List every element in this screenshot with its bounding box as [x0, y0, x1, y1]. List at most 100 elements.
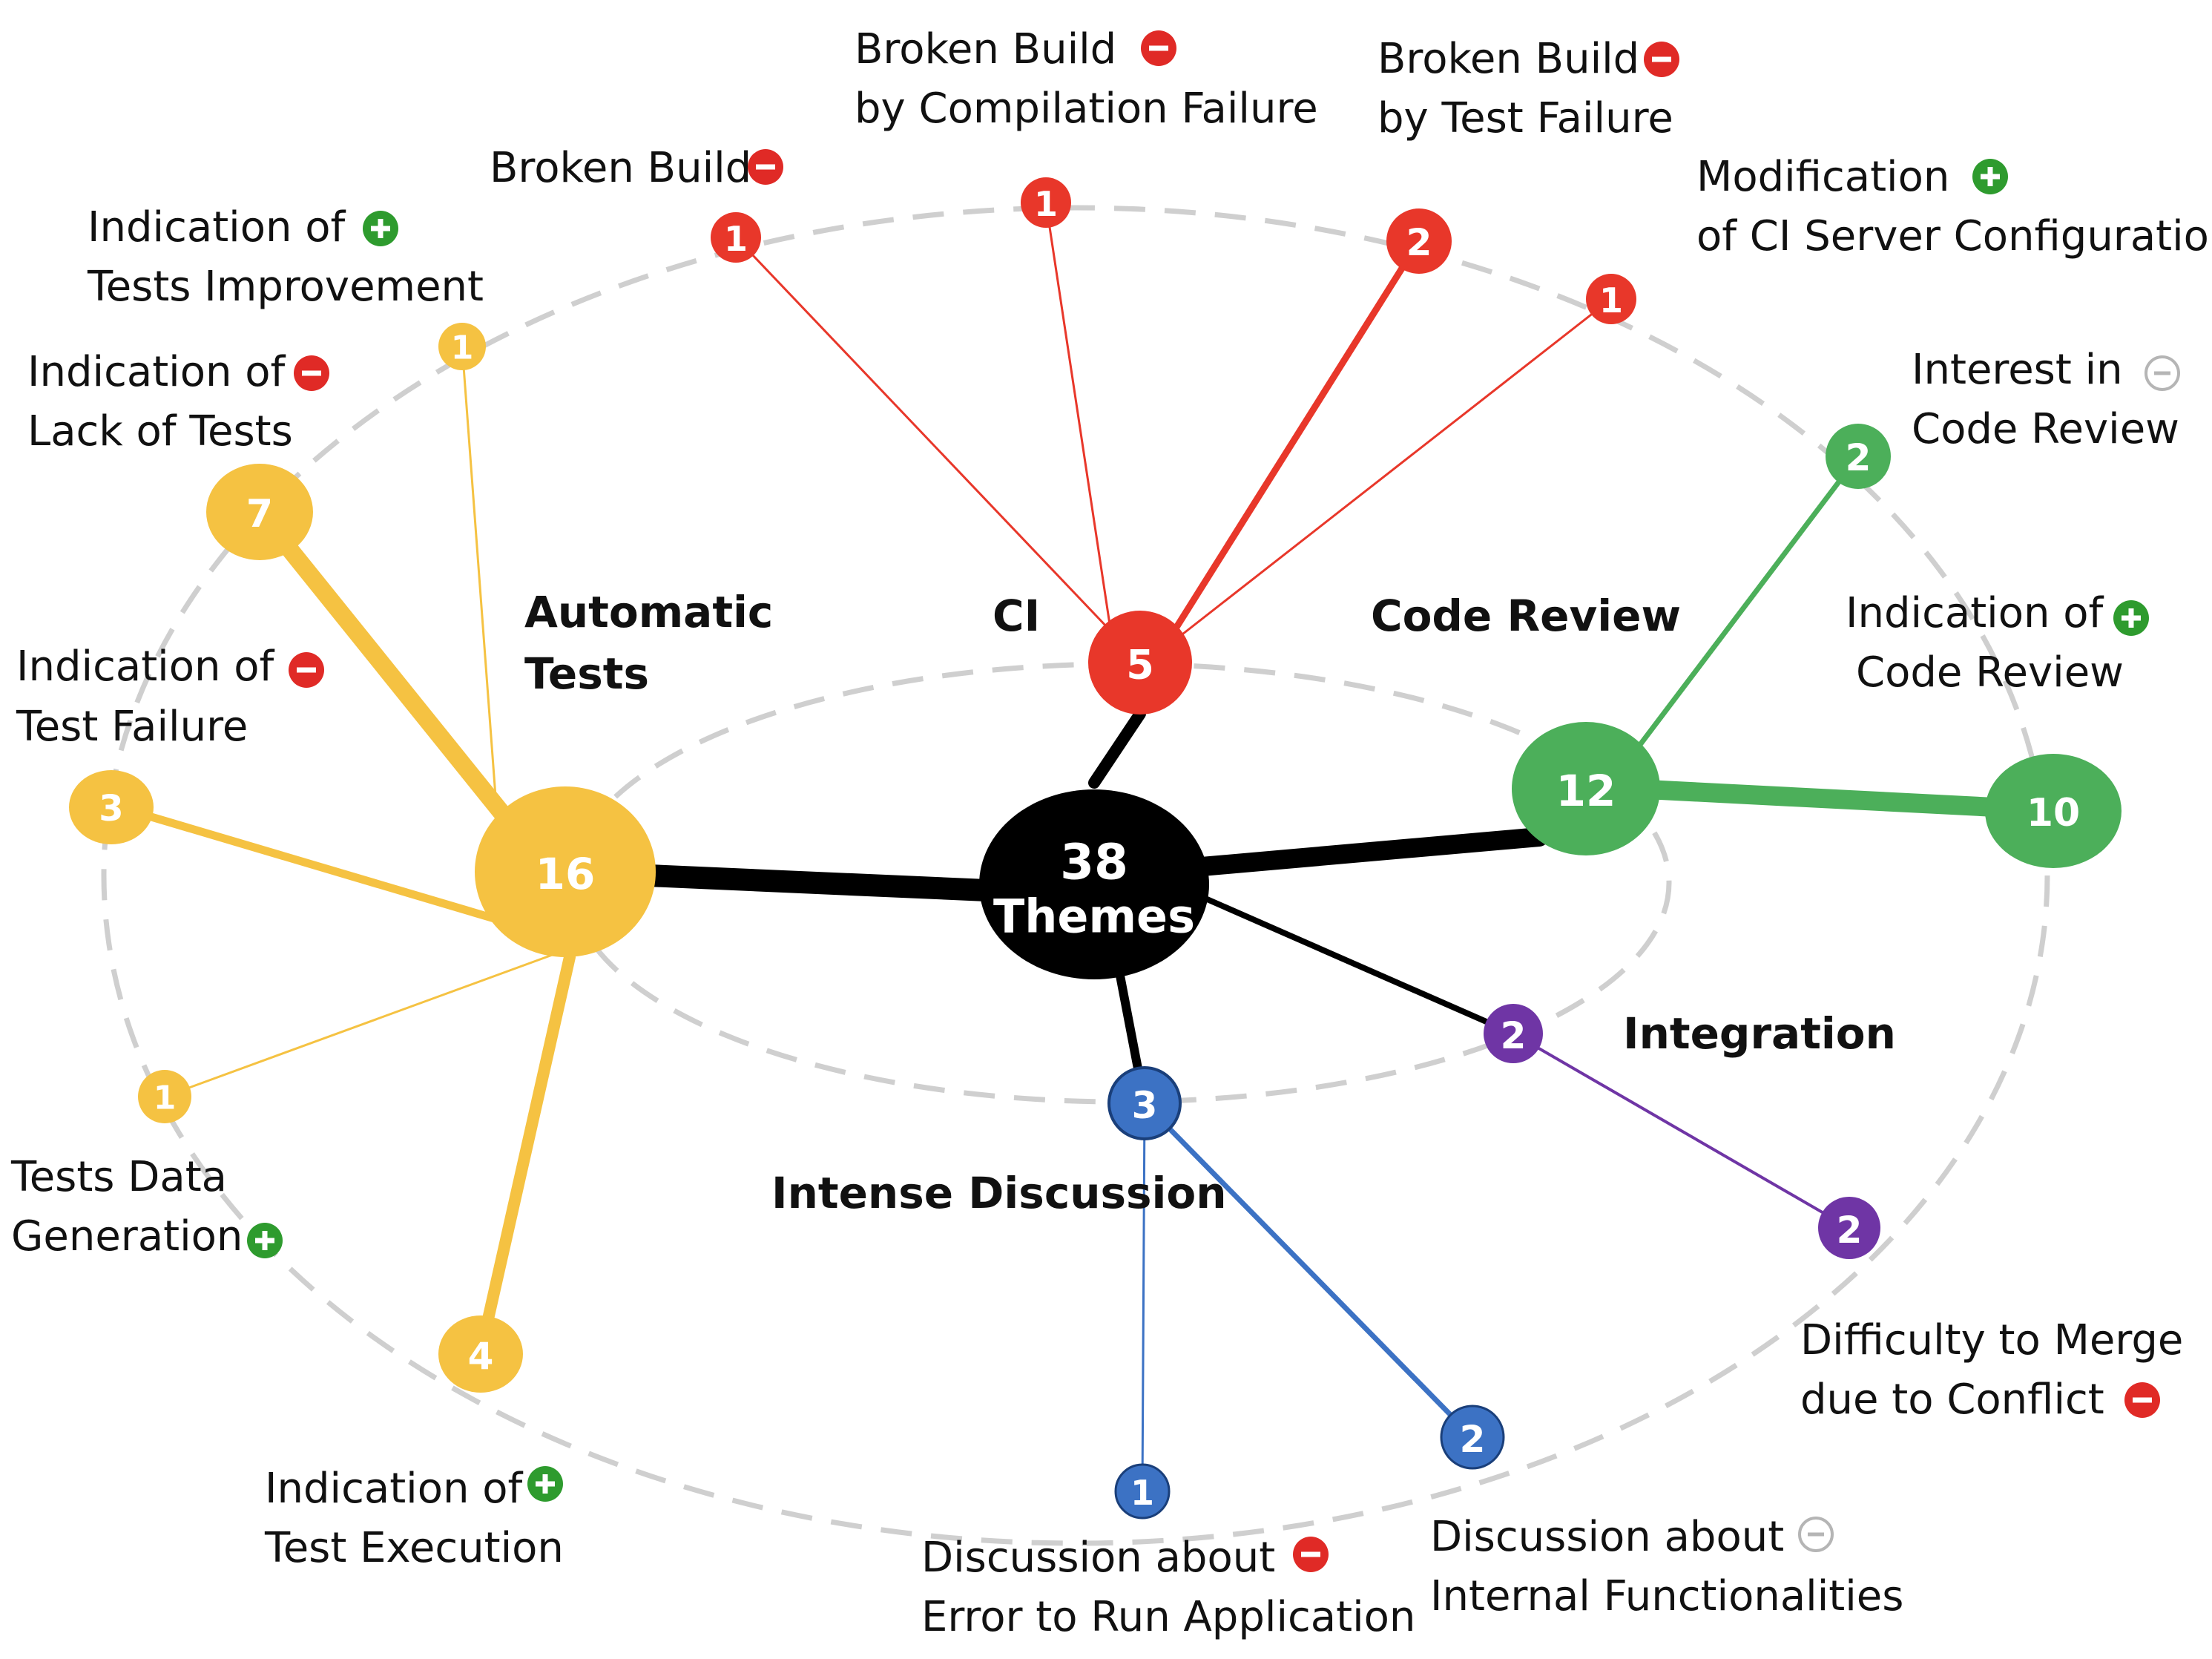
plus-circle-icon — [2113, 600, 2149, 636]
node-test-failure — [69, 770, 154, 844]
center-label: Themes — [993, 890, 1195, 944]
edge-center-integration — [1184, 887, 1516, 1037]
subtheme-labels: Indication of Tests Improvement Indicati… — [10, 25, 2212, 1641]
label-indication-code-review-2: Code Review — [1856, 648, 2124, 697]
minus-circle-icon — [289, 652, 324, 688]
edge-broken-build-compilation — [1044, 201, 1112, 631]
edge-merge-conflict — [1512, 1032, 1851, 1229]
label-test-execution-2: Test Execution — [264, 1524, 564, 1572]
label-tests-data-generation-2: Generation — [11, 1212, 243, 1261]
edge-test-failure — [107, 801, 516, 928]
label-indication-code-review-1: Indication of — [1846, 589, 2104, 637]
node-tests-improvement — [438, 323, 486, 370]
node-code-review — [1512, 722, 1660, 855]
edge-internal-functionalities — [1142, 1100, 1475, 1440]
label-integration: Integration — [1623, 1008, 1896, 1059]
node-test-execution — [438, 1315, 523, 1393]
label-lack-of-tests-1: Indication of — [27, 348, 286, 396]
plus-circle-icon — [527, 1466, 563, 1502]
edge-error-run-application — [1141, 1102, 1146, 1493]
count-indication-code-review: 10 — [2027, 791, 2080, 835]
label-broken-build-compilation-1: Broken Build — [855, 25, 1116, 73]
count-intense-discussion: 3 — [1132, 1084, 1158, 1127]
neutral-minus-circle-icon — [1798, 1517, 1834, 1552]
label-lack-of-tests-2: Lack of Tests — [27, 407, 293, 456]
node-lack-of-tests — [206, 464, 313, 560]
minus-circle-icon — [2124, 1382, 2160, 1418]
label-ci-server-config-1: Modification — [1696, 153, 1949, 201]
label-automatic-tests-1: Automatic — [524, 587, 773, 637]
count-tests-data-generation: 1 — [154, 1080, 177, 1117]
connections — [107, 201, 2063, 1493]
edge-broken-build-test — [1168, 237, 1423, 638]
label-broken-build-compilation-2: by Compilation Failure — [855, 85, 1318, 133]
label-automatic-tests-2: Tests — [524, 648, 649, 699]
count-interest-code-review: 2 — [1846, 436, 1872, 479]
label-broken-build-test-1: Broken Build — [1377, 35, 1639, 83]
count-automatic-tests: 16 — [536, 849, 596, 899]
label-test-execution-1: Indication of — [265, 1465, 524, 1513]
node-merge-conflict — [1818, 1197, 1880, 1259]
label-interest-code-review-2: Code Review — [1912, 405, 2179, 453]
sentiment-icons — [247, 30, 2180, 1572]
plus-circle-icon — [247, 1223, 283, 1258]
edge-center-code-review — [1192, 827, 1549, 876]
node-broken-build-compilation — [1021, 177, 1071, 228]
count-integration: 2 — [1501, 1014, 1527, 1057]
node-ci — [1088, 611, 1192, 714]
center-value: 38 — [1060, 834, 1128, 891]
node-intense-discussion — [1107, 1066, 1182, 1140]
label-broken-build-test-2: by Test Failure — [1377, 94, 1673, 142]
count-broken-build-compilation: 1 — [1034, 184, 1058, 224]
count-merge-conflict: 2 — [1837, 1209, 1863, 1252]
count-tests-improvement: 1 — [451, 329, 474, 367]
count-lack-of-tests: 7 — [246, 492, 273, 536]
minus-circle-icon — [1141, 30, 1176, 66]
count-code-review: 12 — [1556, 766, 1616, 816]
outer-ring — [101, 205, 2050, 1546]
label-internal-functionalities-1: Discussion about — [1430, 1513, 1784, 1561]
count-error-run-application: 1 — [1130, 1473, 1154, 1513]
node-internal-functionalities — [1440, 1405, 1505, 1470]
count-test-failure: 3 — [99, 788, 123, 830]
label-merge-conflict-1: Difficulty to Merge — [1800, 1316, 2183, 1364]
label-tests-improvement-1: Indication of — [88, 203, 346, 252]
neutral-minus-circle-icon — [2144, 355, 2180, 391]
label-interest-code-review-1: Interest in — [1912, 346, 2123, 394]
node-tests-data-generation — [138, 1070, 191, 1123]
edge-ci-server-config — [1178, 298, 1613, 638]
label-test-failure-1: Indication of — [16, 643, 275, 691]
nodes: 38 Themes 16 5 12 2 3 1 7 3 1 4 1 1 2 1 — [69, 177, 2122, 1520]
label-ci: CI — [993, 591, 1040, 641]
edge-tests-improvement — [461, 345, 498, 818]
node-interest-code-review — [1826, 424, 1891, 489]
edge-broken-build — [734, 236, 1110, 631]
label-internal-functionalities-2: Internal Functionalities — [1430, 1572, 1903, 1620]
label-broken-build: Broken Build — [490, 144, 751, 192]
plus-circle-icon — [1972, 159, 2008, 194]
node-broken-build — [711, 212, 761, 263]
count-ci: 5 — [1126, 642, 1154, 689]
theme-labels: Automatic Tests CI Code Review Integrati… — [524, 587, 1896, 1218]
edge-lack-of-tests — [251, 503, 513, 825]
node-error-run-application — [1114, 1463, 1171, 1520]
label-test-failure-2: Test Failure — [16, 703, 248, 751]
label-intense-discussion: Intense Discussion — [771, 1168, 1227, 1218]
label-tests-data-generation-1: Tests Data — [10, 1153, 227, 1201]
node-ci-server-config — [1586, 274, 1636, 324]
minus-circle-icon — [1644, 42, 1679, 77]
edge-interest-code-review — [1636, 453, 1861, 749]
label-tests-improvement-2: Tests Improvement — [87, 263, 484, 311]
minus-circle-icon — [748, 149, 783, 185]
node-indication-code-review — [1985, 754, 2122, 868]
count-test-execution: 4 — [468, 1335, 494, 1378]
edge-test-execution — [475, 951, 576, 1358]
edge-indication-code-review — [1622, 779, 2063, 820]
minus-circle-icon — [294, 355, 329, 391]
count-ci-server-config: 1 — [1599, 280, 1623, 321]
count-internal-functionalities: 2 — [1460, 1418, 1486, 1461]
minus-circle-icon — [1293, 1537, 1329, 1572]
count-broken-build-test: 2 — [1406, 221, 1432, 264]
count-broken-build: 1 — [724, 219, 748, 259]
